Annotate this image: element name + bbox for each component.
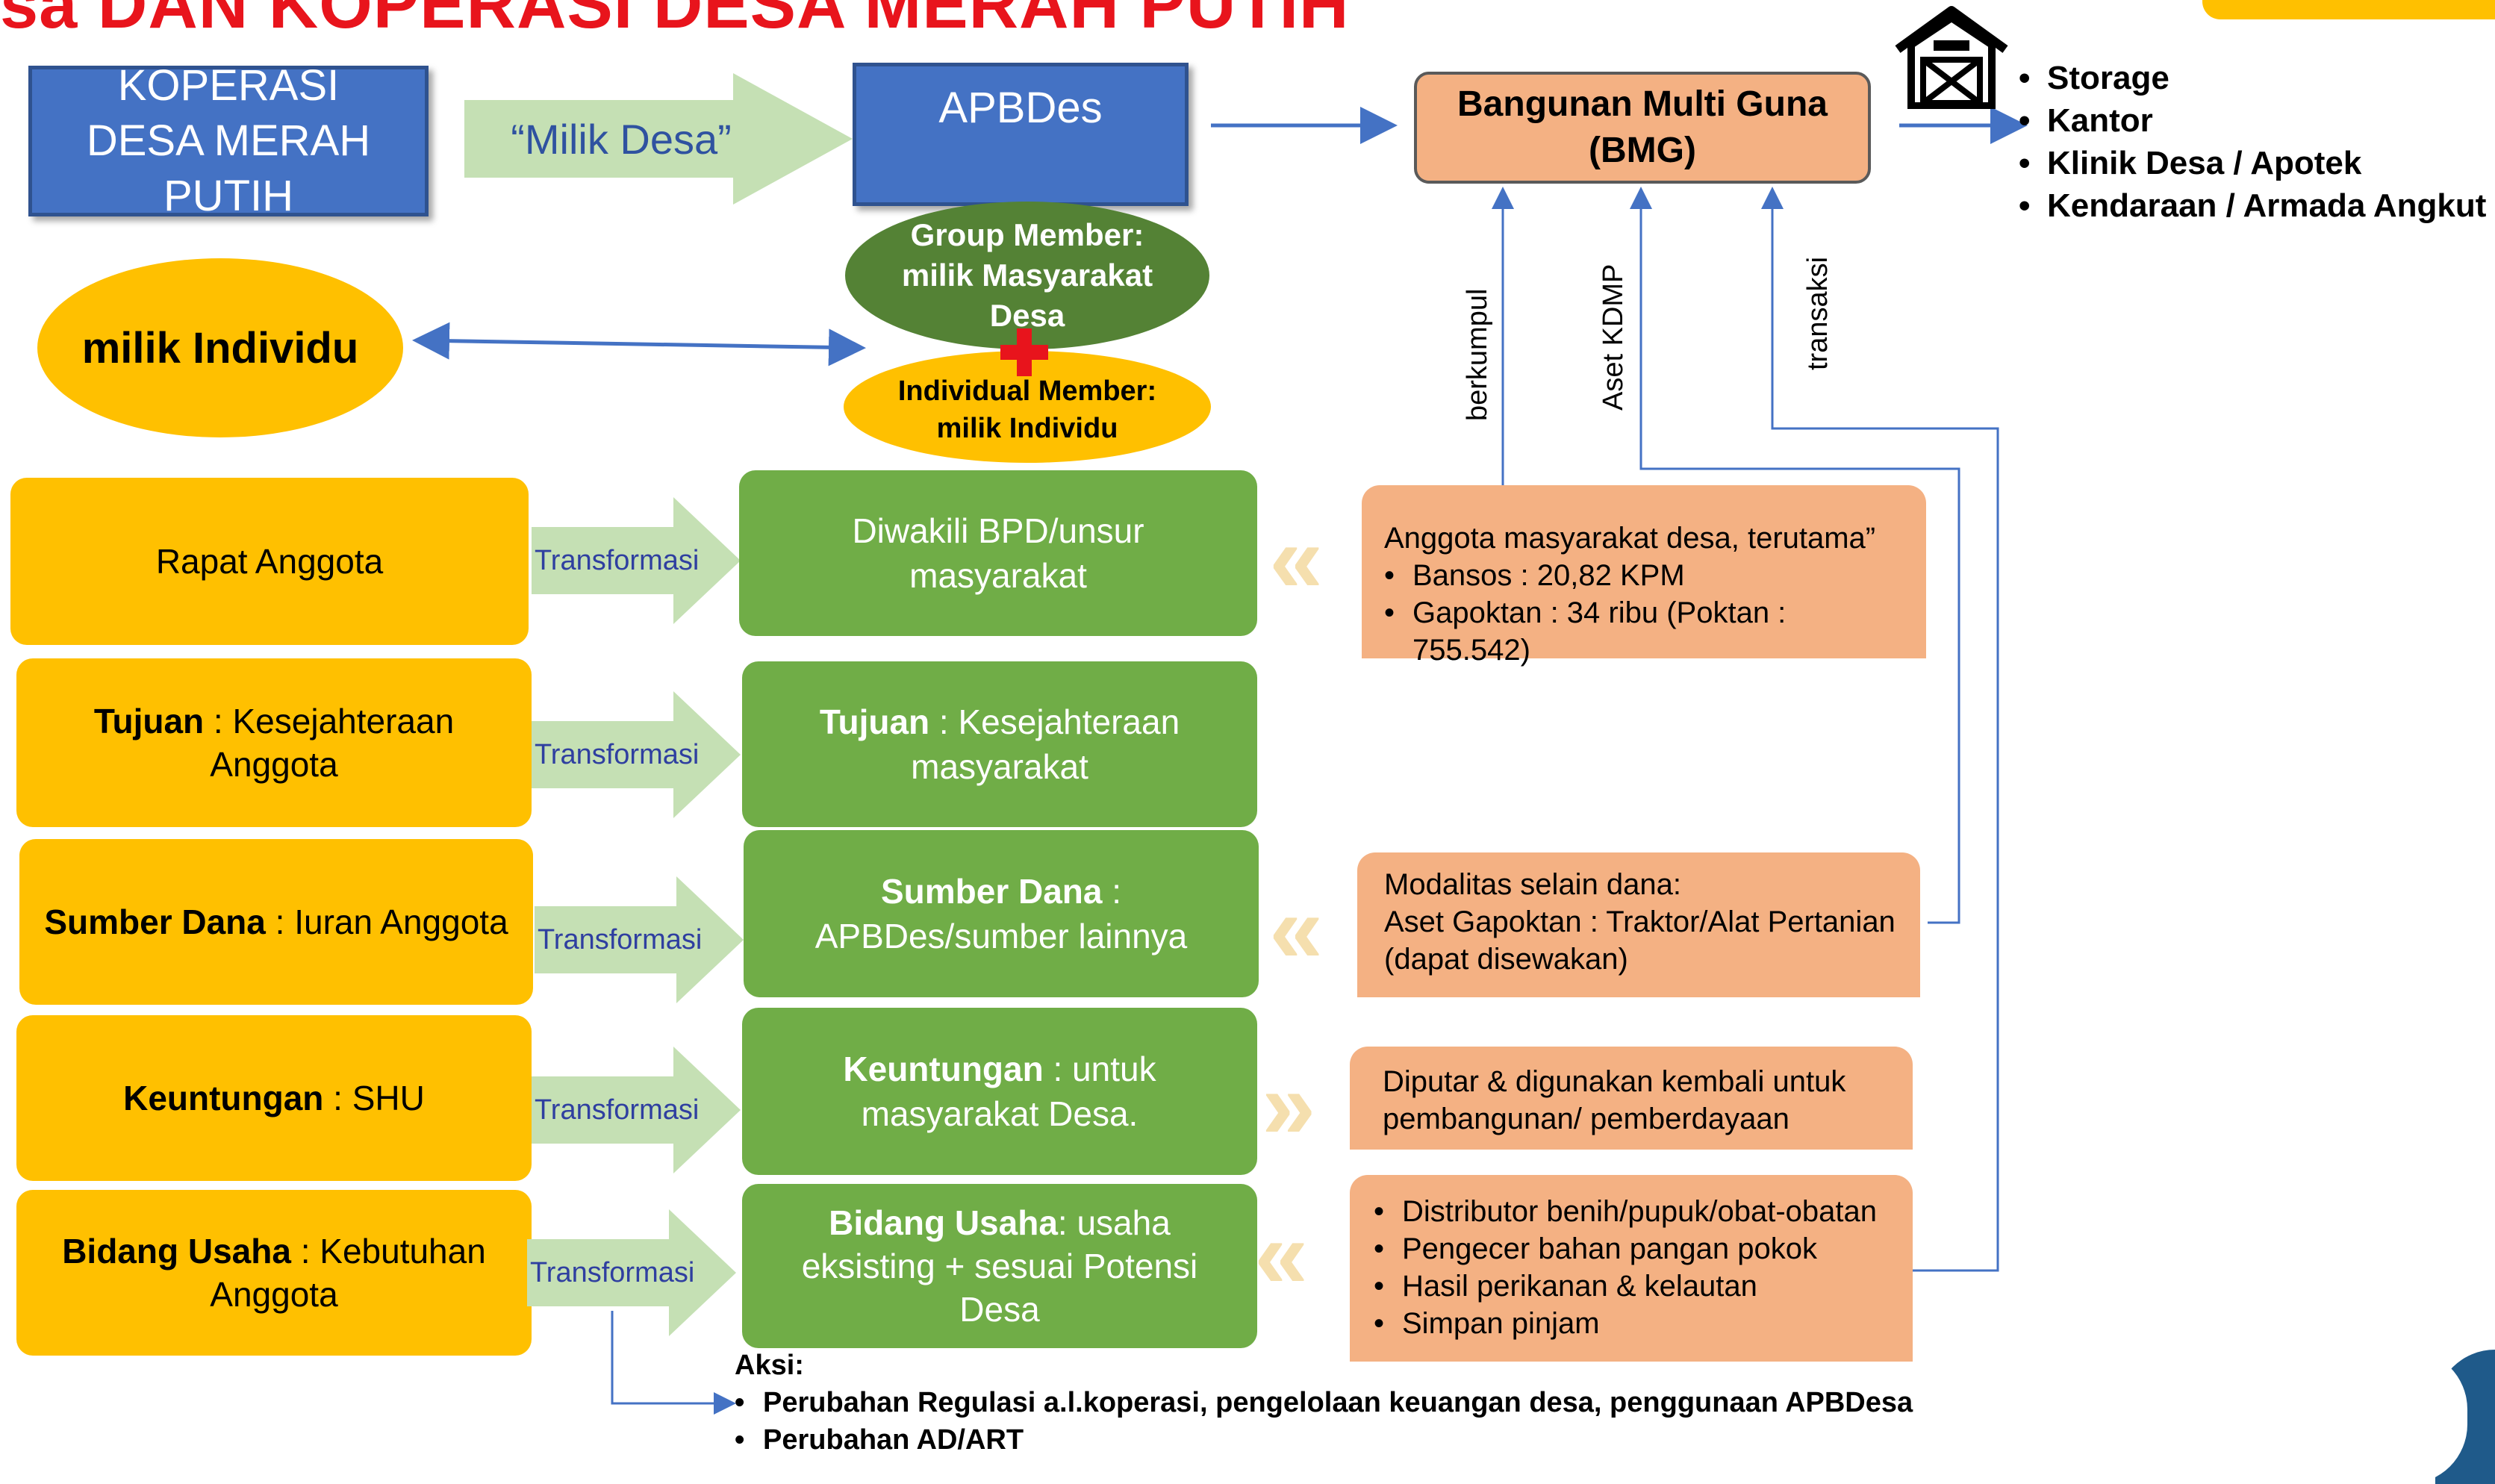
note-diputar: Diputar & digunakan kembali untuk pemban… [1350, 1047, 1913, 1150]
list-item: Pengecer bahan pangan pokok [1374, 1230, 1893, 1268]
right-text: : untuk masyarakat Desa. [861, 1050, 1156, 1133]
note-heading: Anggota masyarakat desa, terutama” [1384, 522, 1876, 555]
chevron-left-double-icon: « [1269, 874, 1324, 983]
bmg-box: Bangunan Multi Guna (BMG) [1414, 72, 1871, 184]
left-text: : Iuran Anggota [265, 902, 508, 941]
note-line: Diputar & digunakan kembali untuk [1383, 1065, 1846, 1098]
transform-arrow [535, 876, 744, 1003]
transform-label: Transformasi [530, 1257, 695, 1288]
right-bold: Sumber Dana [880, 872, 1103, 911]
corner-tab [2202, 0, 2495, 19]
left-box-rapat-anggota: Rapat Anggota [10, 478, 529, 645]
left-text: : SHU [323, 1079, 425, 1117]
aksi-heading: Aksi: [735, 1350, 804, 1381]
barn-icon [1895, 6, 2008, 109]
note-anggota: Anggota masyarakat desa, terutama” Banso… [1362, 485, 1926, 667]
bmg-label: Bangunan Multi Guna (BMG) [1457, 84, 1828, 170]
note-modalitas: Modalitas selain dana: Aset Gapoktan : T… [1357, 852, 1920, 997]
individual-member-label: Individual Member: milik Individu [897, 375, 1157, 444]
right-box-bidang-usaha: Bidang Usaha: usaha eksisting + sesuai P… [742, 1184, 1257, 1348]
list-item: Storage [2019, 57, 2495, 99]
list-item: Perubahan Regulasi a.l.koperasi, pengelo… [735, 1384, 2004, 1421]
right-box-sumber-dana: Sumber Dana : APBDes/sumber lainnya [744, 830, 1259, 997]
left-bold: Sumber Dana [44, 902, 266, 941]
aksi-section: Aksi: Perubahan Regulasi a.l.koperasi, p… [735, 1347, 2004, 1459]
note-distributor: Distributor benih/pupuk/obat-obatan Peng… [1350, 1175, 1913, 1362]
list-item: Kantor [2019, 99, 2495, 142]
right-box-keuntungan: Keuntungan : untuk masyarakat Desa. [742, 1008, 1257, 1175]
note-line: Aset Gapoktan : Traktor/Alat Pertanian [1384, 905, 1896, 938]
label-transaksi: transaksi [1802, 256, 1834, 370]
kdmp-box: KOPERASI DESA MERAH PUTIH [28, 61, 429, 220]
list-item: Klinik Desa / Apotek [2019, 142, 2495, 184]
kdmp-label: KOPERASI DESA MERAH PUTIH [86, 61, 371, 220]
transform-arrow [532, 691, 741, 818]
list-item: Perubahan AD/ART [735, 1421, 2004, 1459]
bmg-items-list: Storage Kantor Klinik Desa / Apotek Kend… [2019, 57, 2495, 227]
left-text: : Kebutuhan Anggota [210, 1232, 486, 1314]
right-text: Diwakili BPD/unsur masyarakat [852, 511, 1144, 595]
left-bold: Bidang Usaha [62, 1232, 291, 1271]
transform-arrow [527, 1209, 736, 1336]
milik-individu-label: milik Individu [81, 323, 359, 372]
list-item: Distributor benih/pupuk/obat-obatan [1374, 1193, 1893, 1230]
left-text: : Kesejahteraan Anggota [204, 702, 455, 784]
note-line: Modalitas selain dana: [1384, 868, 1682, 901]
right-box-diwakili: Diwakili BPD/unsur masyarakat [739, 470, 1257, 636]
transform-arrow [532, 497, 741, 624]
right-bold: Tujuan [819, 702, 930, 741]
list-item: Bansos : 20,82 KPM [1384, 557, 1907, 594]
page-title: sa DAN KOPERASI DESA MERAH PUTIH [0, 0, 1350, 43]
milik-desa-label: “Milik Desa” [511, 115, 732, 163]
transform-label: Transformasi [535, 545, 700, 576]
right-bold: Keuntungan [843, 1050, 1044, 1088]
left-text: Rapat Anggota [155, 542, 384, 581]
apbdes-box: APBDes [853, 63, 1189, 206]
left-bold: Keuntungan [123, 1079, 324, 1117]
note-line: (dapat disewakan) [1384, 943, 1628, 976]
left-bold: Tujuan [93, 702, 205, 741]
label-aset-kdmp: Aset KDMP [1598, 264, 1629, 411]
group-member-label: Group Member: milik Masyarakat Desa [901, 217, 1153, 333]
milik-individu-ellipse: milik Individu [37, 258, 403, 437]
chevron-left-double-icon: « [1269, 504, 1324, 613]
chevron-right-double-icon: » [1262, 1050, 1316, 1159]
apbdes-label: APBDes [938, 84, 1103, 132]
list-item: Hasil perikanan & kelautan [1374, 1268, 1893, 1305]
label-berkumpul: berkumpul [1462, 288, 1493, 421]
note-line: pembangunan/ pemberdayaan [1383, 1103, 1790, 1135]
left-box-sumber-dana: Sumber Dana : Iuran Anggota [19, 839, 533, 1005]
transform-arrow [532, 1047, 741, 1173]
right-bold: Bidang Usaha [829, 1203, 1058, 1242]
transform-label: Transformasi [535, 1094, 700, 1126]
list-item: Gapoktan : 34 ribu (Poktan : 755.542) [1384, 594, 1907, 669]
list-item: Simpan pinjam [1374, 1305, 1893, 1342]
plus-icon [1000, 328, 1048, 376]
left-box-keuntungan: Keuntungan : SHU [16, 1015, 532, 1181]
left-box-tujuan: Tujuan : Kesejahteraan Anggota [16, 658, 532, 827]
group-member-ellipse: Group Member: milik Masyarakat Desa [845, 202, 1209, 349]
right-box-tujuan: Tujuan : Kesejahteraan masyarakat [742, 661, 1257, 827]
left-box-bidang-usaha: Bidang Usaha : Kebutuhan Anggota [16, 1190, 532, 1356]
list-item: Kendaraan / Armada Angkut [2019, 184, 2495, 227]
transform-label: Transformasi [535, 739, 700, 770]
milik-desa-arrow [464, 73, 853, 205]
right-text: : APBDes/sumber lainnya [814, 872, 1188, 955]
right-text: : usaha eksisting + sesuai Potensi Desa [801, 1203, 1198, 1329]
right-text: : Kesejahteraan masyarakat [911, 702, 1180, 786]
transform-label: Transformasi [538, 924, 703, 955]
chevron-left-double-icon: « [1254, 1200, 1309, 1309]
